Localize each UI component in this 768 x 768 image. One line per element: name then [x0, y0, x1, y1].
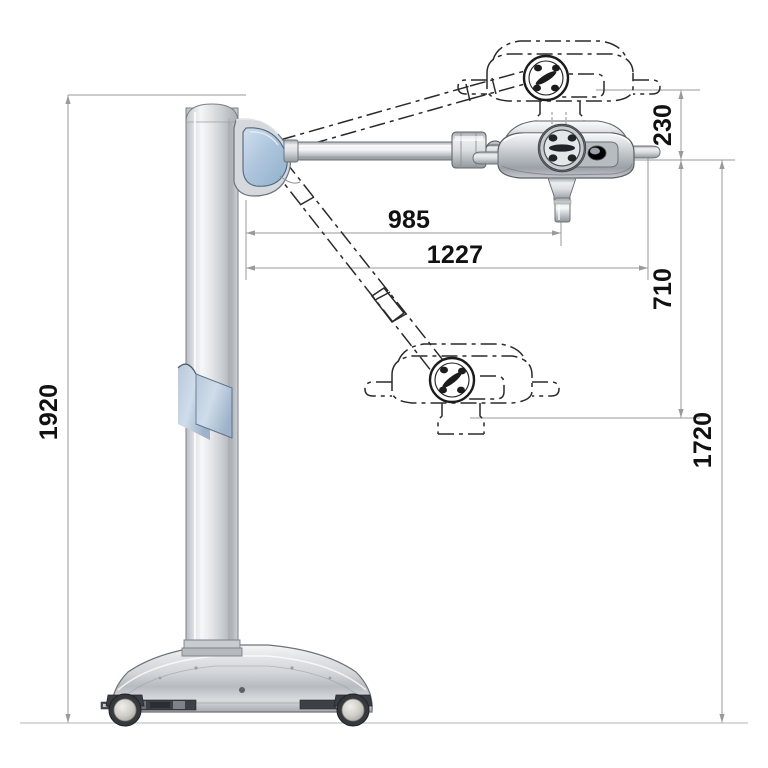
lamp-head: [472, 112, 661, 223]
lamp-stem: [547, 177, 577, 223]
dim-label-985: 985: [388, 206, 430, 234]
top-joint: [233, 118, 301, 197]
arrow-230-bottom: [678, 151, 684, 160]
phantom-lamp-down: [364, 343, 560, 435]
dim-label-710: 710: [649, 268, 677, 310]
arrow-985-right: [552, 230, 561, 236]
arrow-1920-top: [65, 95, 71, 104]
phantom-arm-up: [279, 67, 537, 153]
dimension-text-layer: 1920 985 1227 230 710 1720: [35, 104, 717, 468]
arrow-985-left: [246, 230, 255, 236]
caster-rear: [105, 693, 145, 727]
dim-label-1227: 1227: [427, 241, 483, 269]
lamp-hub: [537, 123, 587, 173]
arrow-230-top: [678, 90, 684, 99]
arrow-710-top: [678, 160, 684, 169]
extension-arm: [283, 131, 509, 169]
dim-label-230: 230: [649, 104, 677, 146]
arrow-1720-bottom: [719, 714, 725, 723]
dim-label-1920: 1920: [35, 384, 63, 440]
column-label: [177, 363, 233, 440]
arrow-1720-top: [719, 160, 725, 169]
arrow-1227-left: [246, 265, 255, 271]
arrow-1227-right: [639, 265, 648, 271]
base-cart: [100, 644, 373, 727]
caster-front: [333, 693, 373, 727]
arrow-1920-bottom: [65, 714, 71, 723]
phantom-layer: [269, 40, 661, 435]
dim-label-1720: 1720: [689, 412, 717, 468]
arrow-710-bottom: [678, 409, 684, 418]
phantom-arm-down: [269, 160, 447, 373]
dimension-layer: [20, 89, 748, 724]
